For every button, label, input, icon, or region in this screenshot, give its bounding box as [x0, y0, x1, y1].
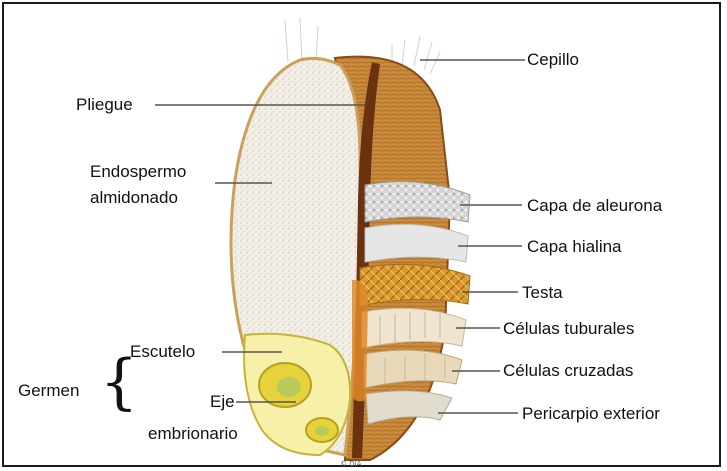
label-eje-line2: embrionario [148, 424, 238, 444]
label-endospermo-line2: almidonado [90, 188, 178, 208]
label-testa: Testa [522, 283, 563, 303]
germen-brace: { [100, 352, 138, 412]
bran-edge [352, 280, 368, 402]
label-celulas-tubulares: Células tuburales [503, 319, 634, 339]
label-eje-line1: Eje [210, 392, 235, 412]
label-capa-aleurona: Capa de aleurona [527, 196, 662, 216]
testa-layer [360, 264, 470, 306]
aleurone-layer [365, 182, 470, 222]
label-pericarpio-exterior: Pericarpio exterior [522, 404, 660, 424]
hyaline-layer [365, 224, 468, 262]
label-germen: Germen [18, 381, 79, 401]
label-escutelo: Escutelo [130, 342, 195, 362]
label-capa-hialina: Capa hialina [527, 237, 622, 257]
label-cepillo: Cepillo [527, 50, 579, 70]
watermark: © DIA [340, 460, 362, 468]
label-endospermo-line1: Endospermo [90, 162, 186, 182]
label-pliegue: Pliegue [76, 95, 133, 115]
label-celulas-cruzadas: Células cruzadas [503, 361, 633, 381]
